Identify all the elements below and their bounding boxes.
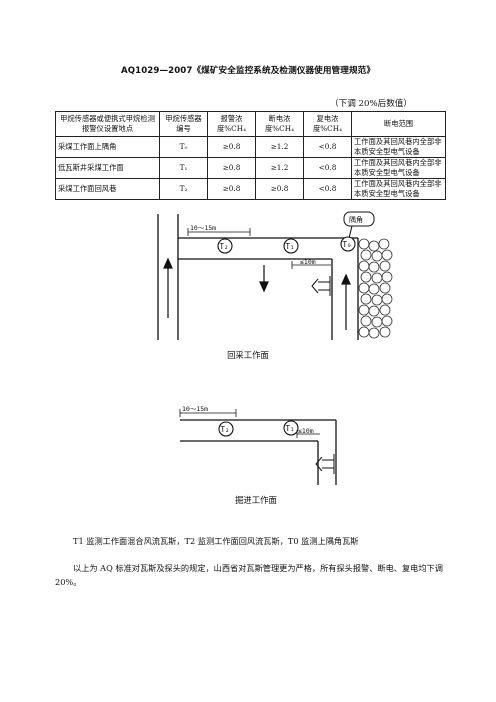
sensor2-t2-label: T₂ — [221, 425, 230, 434]
dimension2-top — [179, 409, 237, 417]
diagram1-caption: 回采工作面 — [227, 350, 269, 360]
diagram2-caption: 掘进工作面 — [235, 495, 277, 505]
sensor-t2-marker — [217, 238, 233, 254]
cell-location: 采煤工作面回风巷 — [55, 178, 160, 200]
cell-range: 工作面及其回风巷内全部非本质安全型电气设备 — [351, 178, 446, 200]
coal-face-texture — [358, 238, 393, 339]
hollow-arrow-left — [311, 276, 331, 296]
cell-cutoff: ≥0.8 — [255, 178, 304, 200]
sensor-t0-marker — [340, 236, 356, 252]
table-row: 采煤工作面回风巷 T₂ ≥0.8 ≥0.8 <0.8 工作面及其回风巷内全部非本… — [55, 178, 446, 200]
table-note: （下调 20%后数值） — [330, 99, 412, 109]
airflow-arrow-face — [259, 265, 269, 293]
hollow-arrow-heading — [315, 454, 335, 474]
dimension2-mid — [296, 430, 320, 438]
paragraph-2: 以上为 AQ 标准对瓦斯及探头的规定，山西省对瓦斯管理更为严格，所有探头报警、断… — [55, 563, 443, 587]
sensor2-t2-marker — [218, 421, 234, 437]
dimension-top-label: 10～15m — [190, 224, 216, 232]
roadway-walls — [157, 214, 359, 340]
corner-label: 隅角 — [349, 215, 363, 224]
methane-sensor-table: 甲烷传感器或便携式甲烷检测报警仪设置地点 甲烷传感器编号 报警浓度%CH₄ 断电… — [55, 111, 446, 200]
airflow-arrow-intake — [341, 273, 351, 330]
corner-label-box — [343, 211, 375, 227]
document-title: AQ1029—2007《煤矿安全监控系统及检测仪器使用管理规范》 — [120, 66, 376, 76]
dimension-mid — [291, 261, 331, 269]
sensor-t2-label: T₂ — [220, 242, 229, 251]
dimension-top — [187, 228, 251, 236]
dimension2-mid-label: ≤10m — [298, 427, 314, 435]
table-header-row: 甲烷传感器或便携式甲烷检测报警仪设置地点 甲烷传感器编号 报警浓度%CH₄ 断电… — [55, 111, 446, 137]
sensor-t0-label: T₀ — [343, 240, 352, 249]
airflow-arrow-return — [163, 257, 173, 318]
sensor2-t1-label: T₁ — [286, 424, 295, 433]
sensor-t1-label: T₁ — [286, 242, 295, 251]
dimension2-top-label: 10～15m — [182, 405, 208, 413]
corner-label-pointer — [348, 225, 353, 239]
sensor2-t1-marker — [283, 420, 299, 436]
heading-face-walls — [180, 419, 337, 485]
sensor-t1-marker — [283, 238, 299, 254]
paragraph-1: T1 监测工作面混合风流瓦斯，T2 监测工作面回风流瓦斯，T0 监测上隅角瓦斯 — [73, 536, 359, 546]
header-location: 甲烷传感器或便携式甲烷检测报警仪设置地点 — [55, 111, 160, 137]
dimension-mid-label: ≤10m — [300, 258, 316, 266]
